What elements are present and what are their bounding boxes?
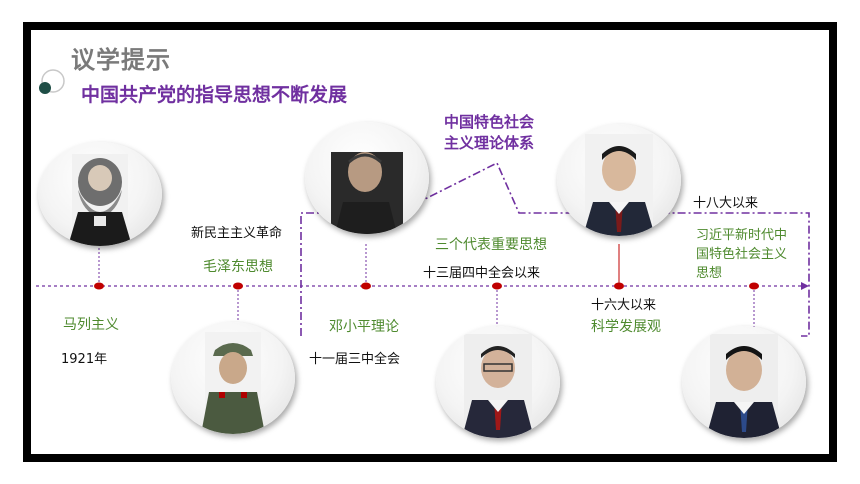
portrait-jiang	[436, 326, 560, 438]
theory-system-label: 中国特色社会 主义理论体系	[444, 113, 535, 152]
thought-three-represents: 三个代表重要思想	[435, 237, 547, 253]
portrait-hu	[557, 124, 681, 236]
magnifier-icon	[39, 69, 65, 94]
event-third-plenum: 十一届三中全会	[309, 352, 401, 367]
page-subtitle: 中国共产党的指导思想不断发展	[81, 84, 348, 106]
portrait-xi	[682, 326, 806, 438]
event-new-democratic: 新民主主义革命	[191, 226, 283, 241]
portrait-mao	[171, 322, 295, 434]
timeline-dot	[94, 282, 104, 290]
portrait-deng	[305, 122, 429, 234]
timeline-dot	[492, 282, 502, 290]
slide-frame: 议学提示 中国共产党的指导思想不断发展 中国特色社会 主义	[23, 22, 837, 462]
timeline-dot	[361, 282, 371, 290]
slide: 议学提示 中国共产党的指导思想不断发展 中国特色社会 主义	[31, 30, 829, 454]
thought-marxism: 马列主义	[63, 317, 119, 333]
thought-scientific: 科学发展观	[591, 319, 661, 335]
thought-deng: 邓小平理论	[329, 319, 399, 335]
thought-mao: 毛泽东思想	[203, 259, 273, 275]
timeline-dot	[614, 282, 624, 290]
event-1921: 1921年	[61, 352, 108, 367]
timeline-dot	[749, 282, 759, 290]
event-sixteenth: 十六大以来	[591, 298, 657, 313]
event-fourth-plenum: 十三届四中全会以来	[423, 266, 541, 281]
event-eighteenth: 十八大以来	[693, 196, 759, 211]
axis-arrow	[801, 282, 809, 290]
thought-xi: 习近平新时代中 国特色社会主义 思想	[696, 228, 788, 281]
page-title: 议学提示	[71, 46, 171, 74]
timeline-dot	[233, 282, 243, 290]
portrait-marx	[38, 142, 162, 246]
timeline-lines	[36, 161, 810, 337]
theory-bracket	[300, 161, 810, 337]
